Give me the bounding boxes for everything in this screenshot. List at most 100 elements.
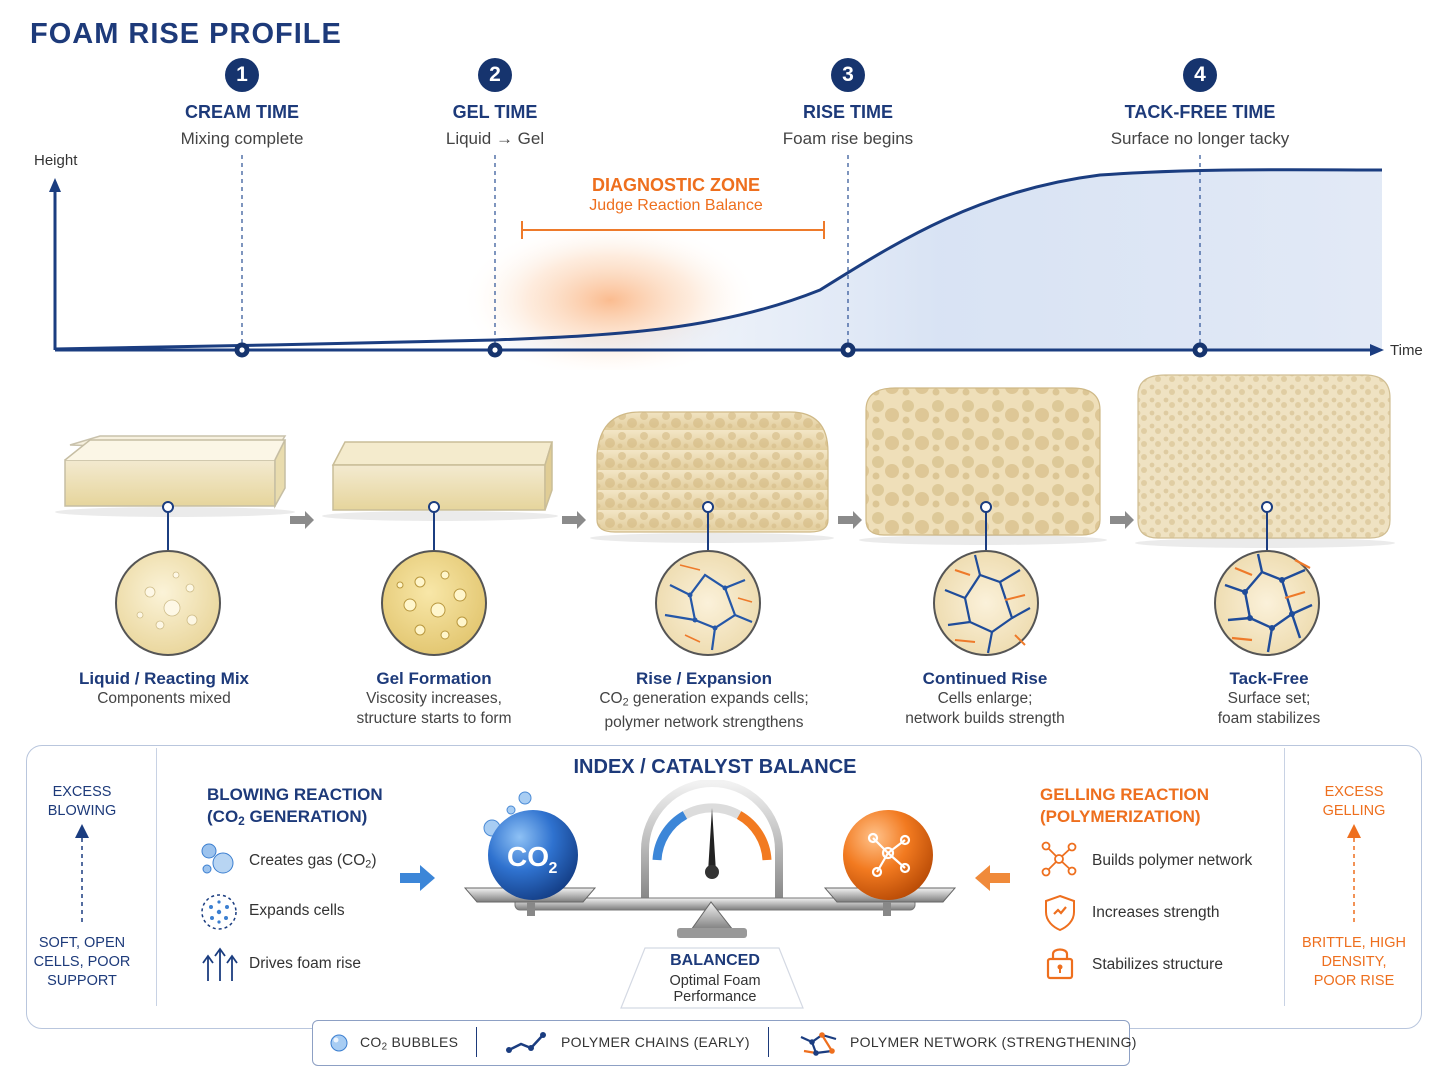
axis-marker-2 — [487, 342, 503, 358]
step-description: Cells enlarge; — [937, 690, 1033, 707]
blowing-item-creates-gas: Creates gas (CO2) — [249, 852, 377, 871]
balanced-label: BALANCED Optimal Foam Performance — [669, 952, 761, 1005]
legend-divider — [768, 1027, 769, 1057]
stage-tack-free-time: 4 TACK-FREE TIME Surface no longer tacky — [1070, 58, 1330, 149]
rise-arrows-icon — [202, 947, 238, 981]
block-liquid-mix — [55, 435, 295, 517]
step-caption-gel: Gel Formation Viscosity increases, struc… — [294, 669, 574, 729]
stage-name: RISE TIME — [802, 102, 893, 122]
blowing-reaction-title: BLOWING REACTION (CO2 GENERATION) — [207, 785, 383, 828]
stage-description: Mixing complete — [180, 129, 304, 148]
stage-name: TACK-FREE TIME — [1124, 102, 1276, 122]
gelling-flow-arrow — [975, 865, 1010, 891]
axis-marker-1 — [234, 342, 250, 358]
balance-title: INDEX / CATALYST BALANCE — [573, 756, 857, 778]
stage-number-badge: 1 — [225, 58, 259, 92]
transition-arrow — [290, 511, 314, 529]
excess-blowing-arrow — [75, 824, 89, 922]
stage-cream-time: 1 CREAM TIME Mixing complete — [112, 58, 372, 149]
rise-curve-line — [54, 168, 1383, 351]
gelling-item-stabilizes: Stabilizes structure — [1092, 956, 1223, 973]
shield-icon — [1045, 894, 1075, 932]
step-description: Surface set; — [1227, 690, 1311, 707]
step-caption-tack-free: Tack-Free Surface set; foam stabilizes — [1129, 669, 1409, 729]
magnifier-continued-rise — [933, 550, 1039, 656]
step-title: Liquid / Reacting Mix — [78, 669, 249, 688]
step-description: structure starts to form — [356, 710, 512, 727]
block-continued-rise — [859, 387, 1107, 545]
stage-number-badge: 2 — [478, 58, 512, 92]
panel-divider-left — [156, 748, 157, 1006]
co2-ball-subscript: 2 — [549, 860, 558, 877]
expand-cells-icon — [201, 894, 237, 930]
transition-arrow — [1110, 511, 1134, 529]
x-axis-arrow — [1370, 344, 1384, 356]
diagnostic-zone-title: DIAGNOSTIC ZONE — [591, 175, 760, 195]
co2-ball-label: CO — [507, 841, 549, 872]
magnifier-tack-free — [1214, 550, 1320, 656]
stage-name: CREAM TIME — [185, 102, 299, 122]
step-description: network builds strength — [905, 710, 1065, 727]
legend-polymer-network: POLYMER NETWORK (STRENGTHENING) — [850, 1034, 1137, 1050]
magnifier-rise — [655, 550, 761, 656]
step-title: Continued Rise — [922, 669, 1048, 688]
gas-bubbles-icon — [201, 843, 234, 874]
step-caption-liquid: Liquid / Reacting Mix Components mixed — [24, 669, 304, 709]
block-rise — [590, 411, 834, 543]
step-title: Gel Formation — [376, 669, 492, 688]
step-caption-rise: Rise / Expansion CO2 generation expands … — [564, 669, 844, 733]
legend-co2-bubbles: CO2 BUBBLES — [360, 1034, 459, 1053]
step-caption-continued-rise: Continued Rise Cells enlarge; network bu… — [845, 669, 1125, 729]
polymer-chain-legend-icon — [506, 1032, 546, 1053]
axis-marker-4 — [1192, 342, 1208, 358]
step-description: polymer network strengthens — [604, 713, 804, 731]
step-description: Viscosity increases, — [366, 690, 502, 707]
blowing-item-drives-rise: Drives foam rise — [249, 955, 361, 972]
y-axis-arrow — [49, 178, 61, 192]
rise-profile-curve — [49, 155, 1384, 370]
co2-ball — [488, 810, 578, 900]
step-title: Tack-Free — [1229, 669, 1309, 688]
diagnostic-zone-bracket — [521, 221, 825, 239]
lock-icon — [1046, 948, 1074, 980]
stage-description: Surface no longer tacky — [1110, 129, 1290, 148]
stage-description: Foam rise begins — [782, 129, 914, 148]
block-gel — [322, 441, 558, 521]
gelling-item-builds-network: Builds polymer network — [1092, 852, 1253, 869]
polymer-molecule-icon — [867, 832, 911, 878]
y-axis-label: Height — [34, 152, 78, 169]
magnifier-gel — [381, 550, 487, 656]
gelling-reaction-title: GELLING REACTION (POLYMERIZATION) — [1040, 785, 1210, 826]
blowing-item-expands-cells: Expands cells — [249, 902, 345, 919]
balance-gauge — [641, 780, 783, 910]
magnifier-liquid — [115, 550, 221, 656]
stage-rise-time: 3 RISE TIME Foam rise begins — [718, 58, 978, 149]
step-description: foam stabilizes — [1217, 710, 1321, 727]
page-title: FOAM RISE PROFILE — [30, 18, 342, 50]
block-tack-free — [1135, 374, 1395, 548]
polymer-network-legend-icon — [800, 1032, 837, 1056]
legend-divider — [476, 1027, 477, 1057]
foam-stage-illustrations — [55, 374, 1395, 656]
transition-arrow — [562, 511, 586, 529]
stage-gel-time: 2 GEL TIME Liquid → Gel — [365, 58, 625, 149]
polymer-network-icon — [1041, 841, 1077, 877]
co2-bubble-legend-icon — [330, 1034, 348, 1052]
stage-number-badge: 3 — [831, 58, 865, 92]
balance-scale-graphic: CO 2 — [400, 780, 1010, 1009]
x-axis-label: Time — [1390, 342, 1423, 359]
legend — [312, 1020, 1130, 1066]
axis-marker-3 — [840, 342, 856, 358]
curve-area — [495, 169, 1382, 349]
transition-arrow — [838, 511, 862, 529]
balanced-plate — [620, 947, 804, 1009]
step-description: CO2 generation expands cells; — [599, 690, 809, 709]
gelling-item-increases-strength: Increases strength — [1092, 904, 1220, 921]
panel-divider-right — [1284, 748, 1285, 1006]
stage-description: Liquid → Gel — [445, 129, 545, 148]
excess-gelling-arrow — [1347, 824, 1361, 922]
